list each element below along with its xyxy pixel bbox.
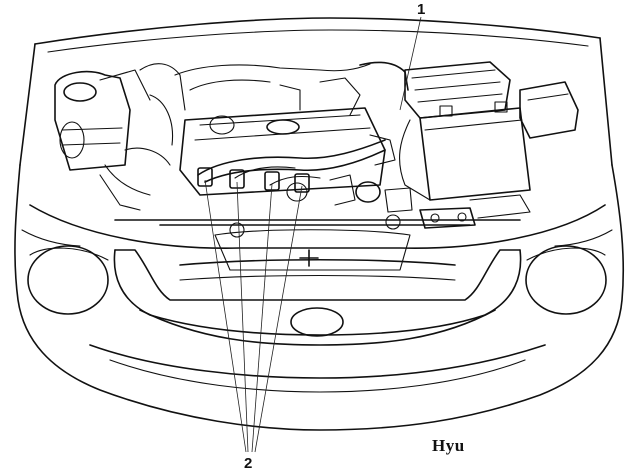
front-grille	[89, 249, 546, 393]
plug-boot-1	[197, 167, 213, 187]
front-emblem	[290, 307, 344, 337]
callout-2: 2	[204, 179, 303, 472]
watermark: Hyu	[432, 436, 465, 455]
callout-2-label: 2	[244, 455, 252, 472]
misc-components	[286, 174, 413, 213]
fuse-box	[519, 81, 579, 139]
callout-2-leader-c	[251, 183, 273, 453]
callout-1-label: 1	[417, 1, 425, 18]
radiator-support	[114, 214, 521, 271]
headlight-right	[525, 245, 607, 315]
plug-boot-3	[264, 171, 280, 191]
callout-2-leader-b	[236, 181, 249, 453]
callout-1: 1	[399, 1, 425, 111]
spark-plug-cables	[197, 134, 396, 193]
headlight-left	[27, 245, 109, 315]
watermark-text: Hyu	[432, 436, 465, 455]
coolant-reservoir	[54, 69, 151, 171]
battery	[399, 101, 531, 201]
intake-hoses	[174, 61, 409, 116]
engine-cover	[179, 107, 386, 196]
left-hoses	[99, 63, 186, 211]
engine-emblem	[266, 119, 300, 135]
air-cleaner	[404, 61, 511, 119]
callout-1-leader	[399, 16, 422, 111]
callout-2-leader-d	[254, 185, 303, 453]
battery-terminal-neg	[494, 101, 508, 113]
battery-bracket	[419, 194, 531, 229]
oil-filler-cap	[209, 115, 235, 135]
callout-2-leader-a	[204, 179, 247, 453]
battery-terminal-pos	[439, 105, 453, 117]
hood	[19, 17, 613, 166]
